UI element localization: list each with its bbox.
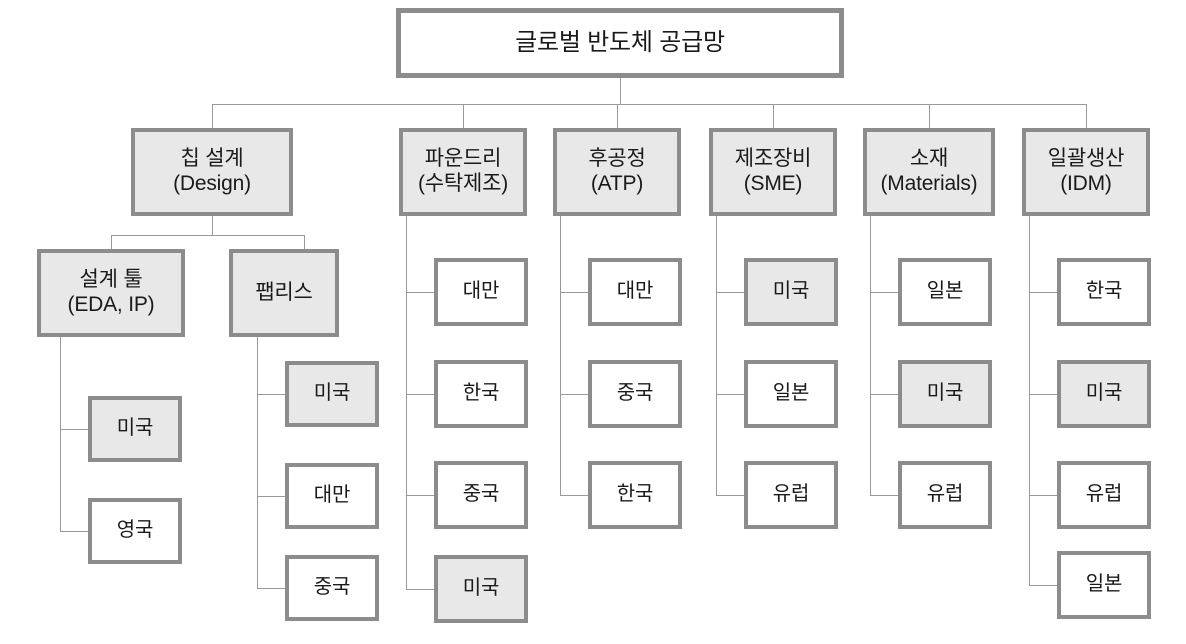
connector-idm-stub-0 (1029, 292, 1059, 293)
connector-root-bus (212, 104, 1087, 105)
connector-root-stem (620, 78, 621, 104)
connector-fabless-stub-2 (257, 588, 287, 589)
leaf-materials-0[interactable]: 일본 (898, 258, 992, 326)
connector-foundry-spine (406, 216, 407, 590)
node-root[interactable]: 글로벌 반도체 공급망 (396, 8, 844, 78)
leaf-atp-1[interactable]: 중국 (588, 360, 682, 428)
leaf-foundry-0[interactable]: 대만 (434, 258, 528, 326)
connector-eda-stub-1 (60, 531, 90, 532)
node-design-fabless[interactable]: 팹리스 (229, 249, 339, 337)
leaf-foundry-1[interactable]: 한국 (434, 360, 528, 428)
connector-atp-stub-2 (560, 495, 590, 496)
connector-sme-stub-2 (716, 495, 746, 496)
leaf-sme-0[interactable]: 미국 (744, 258, 838, 326)
node-foundry[interactable]: 파운드리 (수탁제조) (399, 128, 527, 216)
connector-idm-spine (1029, 216, 1030, 586)
leaf-materials-1[interactable]: 미국 (898, 360, 992, 428)
leaf-fabless-1[interactable]: 대만 (285, 463, 379, 529)
connector-idm-stub-1 (1029, 394, 1059, 395)
node-materials[interactable]: 소재 (Materials) (863, 128, 995, 216)
connector-fabless-stub-0 (257, 394, 287, 395)
connector-idm-stub-3 (1029, 585, 1059, 586)
leaf-sme-1[interactable]: 일본 (744, 360, 838, 428)
leaf-foundry-2[interactable]: 중국 (434, 461, 528, 529)
connector-design-bus (111, 235, 304, 236)
connector-root-drop-design (212, 104, 213, 128)
leaf-fabless-2[interactable]: 중국 (285, 555, 379, 621)
connector-atp-stub-1 (560, 394, 590, 395)
connector-design-stem (212, 216, 213, 235)
leaf-eda-0[interactable]: 미국 (88, 396, 182, 462)
leaf-atp-2[interactable]: 한국 (588, 461, 682, 529)
connector-atp-stub-0 (560, 292, 590, 293)
connector-materials-stub-1 (870, 394, 900, 395)
connector-materials-stub-2 (870, 495, 900, 496)
leaf-atp-0[interactable]: 대만 (588, 258, 682, 326)
leaf-eda-1[interactable]: 영국 (88, 498, 182, 564)
connector-eda-stub-0 (60, 429, 90, 430)
node-design-eda[interactable]: 설계 툴 (EDA, IP) (37, 249, 185, 337)
connector-foundry-stub-1 (406, 394, 436, 395)
node-idm[interactable]: 일괄생산 (IDM) (1022, 128, 1150, 216)
connector-idm-stub-2 (1029, 495, 1059, 496)
connector-foundry-stub-0 (406, 292, 436, 293)
connector-root-drop-sme (773, 104, 774, 128)
connector-atp-spine (560, 216, 561, 496)
connector-foundry-stub-3 (406, 589, 436, 590)
connector-fabless-spine (257, 337, 258, 589)
leaf-sme-2[interactable]: 유럽 (744, 461, 838, 529)
connector-materials-spine (870, 216, 871, 496)
connector-root-drop-idm (1086, 104, 1087, 128)
connector-design-drop-eda (111, 235, 112, 249)
leaf-foundry-3[interactable]: 미국 (434, 555, 528, 623)
leaf-materials-2[interactable]: 유럽 (898, 461, 992, 529)
connector-eda-spine (60, 337, 61, 532)
leaf-idm-1[interactable]: 미국 (1057, 360, 1151, 428)
connector-fabless-stub-1 (257, 496, 287, 497)
connector-root-drop-materials (929, 104, 930, 128)
leaf-idm-2[interactable]: 유럽 (1057, 461, 1151, 529)
connector-sme-stub-0 (716, 292, 746, 293)
node-atp[interactable]: 후공정 (ATP) (553, 128, 681, 216)
leaf-idm-0[interactable]: 한국 (1057, 258, 1151, 326)
connector-root-drop-foundry (463, 104, 464, 128)
leaf-idm-3[interactable]: 일본 (1057, 551, 1151, 619)
connector-foundry-stub-2 (406, 495, 436, 496)
connector-design-drop-fabless (304, 235, 305, 249)
node-design[interactable]: 칩 설계 (Design) (131, 128, 293, 216)
leaf-fabless-0[interactable]: 미국 (285, 361, 379, 427)
node-sme[interactable]: 제조장비 (SME) (709, 128, 837, 216)
connector-materials-stub-0 (870, 292, 900, 293)
connector-root-drop-atp (617, 104, 618, 128)
connector-sme-stub-1 (716, 394, 746, 395)
connector-sme-spine (716, 216, 717, 496)
